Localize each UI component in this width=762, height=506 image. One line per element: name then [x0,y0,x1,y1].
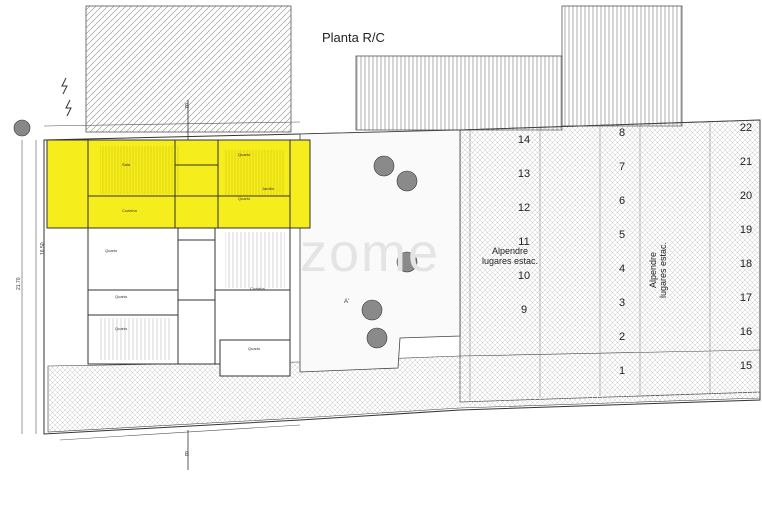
parking-number: 13 [518,168,530,180]
parking-number: 4 [619,263,625,275]
parking-number: 12 [518,202,530,214]
parking-grid [469,123,711,400]
room-label: Quarto [238,152,251,157]
room-label: Quarto [115,326,128,331]
section-label-bottom: B [185,452,189,458]
room-label: Sala [122,162,131,167]
lower-unit-floor-hatch-2 [225,232,285,288]
trees [361,155,418,349]
dimension-partial: 16.50 [40,242,46,255]
parking-number: 2 [619,331,625,343]
parking-number: 14 [518,134,530,146]
watermark: zome [300,223,441,283]
tree-marker-left [13,119,31,137]
highlighted-unit-hatch-2 [225,150,285,196]
lightning-markers [61,77,72,117]
parking-number: 16 [740,326,752,338]
parking-label-left: Alpendre lugares estac. [482,246,538,266]
parking-number: 8 [619,127,625,139]
room-label: Quarto [105,248,118,253]
parking-number: 15 [740,360,752,372]
lower-unit-floor-hatch [100,318,170,360]
room-label: Cozinha [250,286,265,291]
parking-number: 18 [740,258,752,270]
parking-label-line: lugares estac. [482,256,538,266]
neighbour-block-right [561,5,683,127]
dimension-total: 21.70 [16,277,22,290]
parking-number: 1 [619,365,625,377]
parking-number: 20 [740,190,752,202]
room-label: Quarto [238,196,251,201]
parking-number: 22 [740,122,752,134]
room-label: Jardim [262,186,275,191]
parking-number: 17 [740,292,752,304]
dimension-lines [21,121,301,441]
section-label-a: A' [344,299,349,305]
room-labels: Sala Quarto Cozinha Jardim Quarto Cozinh… [105,152,275,351]
parking-label-right: Alpendre lugares estac. [648,242,668,298]
parking-number: 21 [740,156,752,168]
parking-label-line: Alpendre [492,246,528,256]
parking-label-line: Alpendre [648,252,658,288]
parking-number: 3 [619,297,625,309]
parking-number: 6 [619,195,625,207]
room-label: Quarto [248,346,261,351]
page-title: Planta R/C [322,30,385,45]
parking-label-line: lugares estac. [658,242,668,298]
room-label: Cozinha [122,208,137,213]
highlighted-unit-hatch [100,146,180,194]
neighbour-block-mid [355,55,563,131]
room-label: Quarto [115,294,128,299]
parking-number: 19 [740,224,752,236]
parking-number: 11 [518,236,529,248]
parking-number: 9 [521,304,527,316]
garden-area [299,129,461,373]
parking-number: 10 [518,270,530,282]
neighbour-block-left [85,5,292,133]
parking-number: 7 [619,161,625,173]
section-label-top: B [185,104,189,110]
parking-number: 5 [619,229,625,241]
highlighted-walls [87,140,291,228]
